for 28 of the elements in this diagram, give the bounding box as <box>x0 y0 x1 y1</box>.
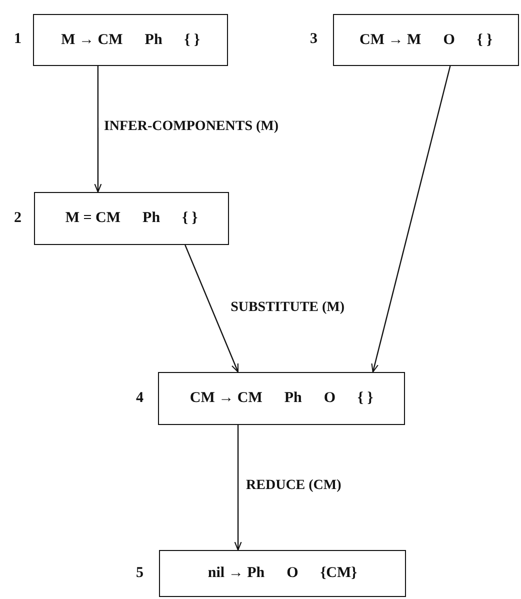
edge-label: SUBSTITUTE (M) <box>230 300 346 316</box>
rule-term: O <box>443 32 455 48</box>
rule-term: { } <box>358 390 374 407</box>
rule-term: Ph <box>142 210 160 227</box>
step-number: 5 <box>136 564 144 582</box>
rule-term: O <box>324 390 336 407</box>
rule-term: Ph <box>144 32 162 48</box>
edge-label: INFER-COMPONENTS (M) <box>102 119 280 135</box>
rule-term: M → CM <box>61 32 123 48</box>
arrow <box>94 66 102 193</box>
rule-term: Ph <box>284 390 302 407</box>
rule-term: CM → M <box>360 32 422 48</box>
rule-term: M = CM <box>65 210 121 227</box>
arrow <box>184 244 239 373</box>
arrow <box>371 66 451 373</box>
rule-term: { } <box>182 210 198 227</box>
rule-term: CM → CM <box>190 390 262 407</box>
arrow <box>234 425 242 551</box>
step-number: 4 <box>136 390 144 406</box>
step-number: 1 <box>14 31 22 48</box>
rule-term: { } <box>184 32 200 48</box>
step-number: 3 <box>310 31 318 48</box>
rule-term: nil → Ph <box>208 565 265 582</box>
rule-term: { } <box>476 32 492 48</box>
rule-term: {CM} <box>320 565 358 582</box>
step-number: 2 <box>14 210 22 226</box>
rule-term: O <box>286 565 298 582</box>
edge-label: REDUCE (CM) <box>245 478 342 494</box>
